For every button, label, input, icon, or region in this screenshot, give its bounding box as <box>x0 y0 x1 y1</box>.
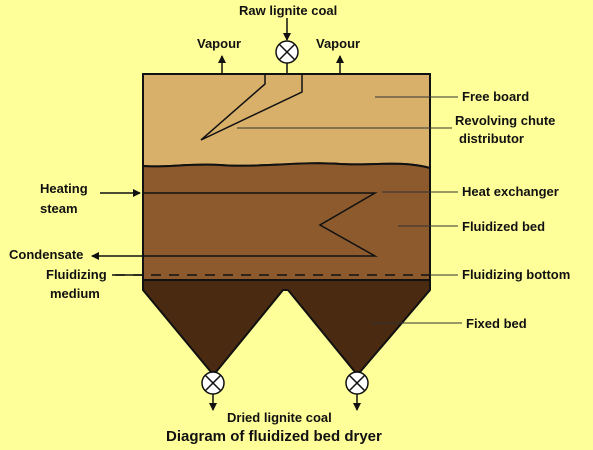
condensate-label: Condensate <box>9 247 83 262</box>
revolving-chute-distributor <box>200 74 303 141</box>
fluidizing-medium-label-1: Fluidizing <box>46 267 107 282</box>
discharge-valve-right-icon <box>345 371 369 395</box>
heating-steam-label-1: Heating <box>40 181 88 196</box>
heat-exchanger-tube <box>143 192 378 257</box>
free-board-region <box>142 73 431 170</box>
feed-rotary-valve-icon <box>275 40 299 64</box>
fixed-bed-label: Fixed bed <box>466 316 527 331</box>
fluidizing-bottom-label: Fluidizing bottom <box>462 267 570 282</box>
fixed-bed-region <box>142 279 431 373</box>
fluidized-bed-label: Fluidized bed <box>462 219 545 234</box>
revolving-chute-label-1: Revolving chute <box>455 113 555 128</box>
vapour-left-label: Vapour <box>197 36 241 51</box>
fluidizing-medium-label-2: medium <box>50 286 100 301</box>
heating-steam-label-2: steam <box>40 201 78 216</box>
revolving-chute-label-2: distributor <box>459 131 524 146</box>
fluidized-bed-region <box>142 162 431 281</box>
vapour-right-label: Vapour <box>316 36 360 51</box>
diagram-caption: Diagram of fluidized bed dryer <box>166 428 382 445</box>
dried-coal-label: Dried lignite coal <box>227 410 332 425</box>
raw-coal-label: Raw lignite coal <box>239 3 337 18</box>
discharge-valve-left-icon <box>201 371 225 395</box>
free-board-label: Free board <box>462 89 529 104</box>
heat-exchanger-label: Heat exchanger <box>462 184 559 199</box>
